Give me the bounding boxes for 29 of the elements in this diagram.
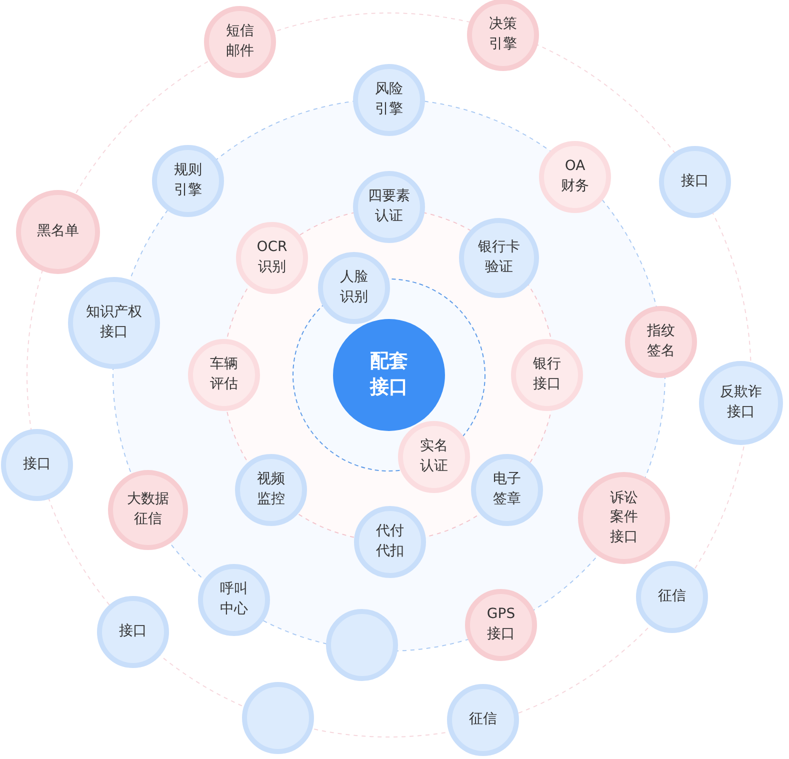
node-label: 人脸识别 <box>339 268 369 307</box>
node-label: 接口 <box>118 622 148 642</box>
node-label: 车辆评估 <box>209 355 239 394</box>
node-label: 四要素认证 <box>367 187 411 226</box>
node-label: OCR识别 <box>256 238 288 277</box>
node-label: GPS接口 <box>486 605 516 644</box>
node-label: 大数据征信 <box>126 490 170 529</box>
node-label: 银行卡验证 <box>477 238 521 277</box>
node-label: 征信 <box>657 587 687 606</box>
node-label: 呼叫中心 <box>219 580 249 619</box>
node-label: 风险引擎 <box>374 80 404 119</box>
node-label: 规则引擎 <box>173 161 203 200</box>
node-label: 接口 <box>22 455 52 474</box>
node-label: 配套接口 <box>368 349 409 400</box>
node-label: 短信邮件 <box>225 22 255 61</box>
node-label: 电子签章 <box>492 470 522 509</box>
node-label: 知识产权接口 <box>85 303 143 342</box>
node-label: 银行接口 <box>532 355 562 394</box>
node-label: 反欺诈接口 <box>719 383 763 422</box>
node-label: 黑名单 <box>36 222 80 242</box>
node-label: 代付代扣 <box>375 522 405 561</box>
node-label: 实名认证 <box>419 437 449 476</box>
node-label: 接口 <box>680 172 710 192</box>
node-label: 视频监控 <box>256 470 286 509</box>
node-label: OA财务 <box>560 157 590 196</box>
node-label: 诉讼案件接口 <box>609 488 639 547</box>
node-label: 决策引擎 <box>488 15 518 54</box>
node-label: 指纹签名 <box>646 322 676 361</box>
node-label: 征信 <box>468 710 498 730</box>
